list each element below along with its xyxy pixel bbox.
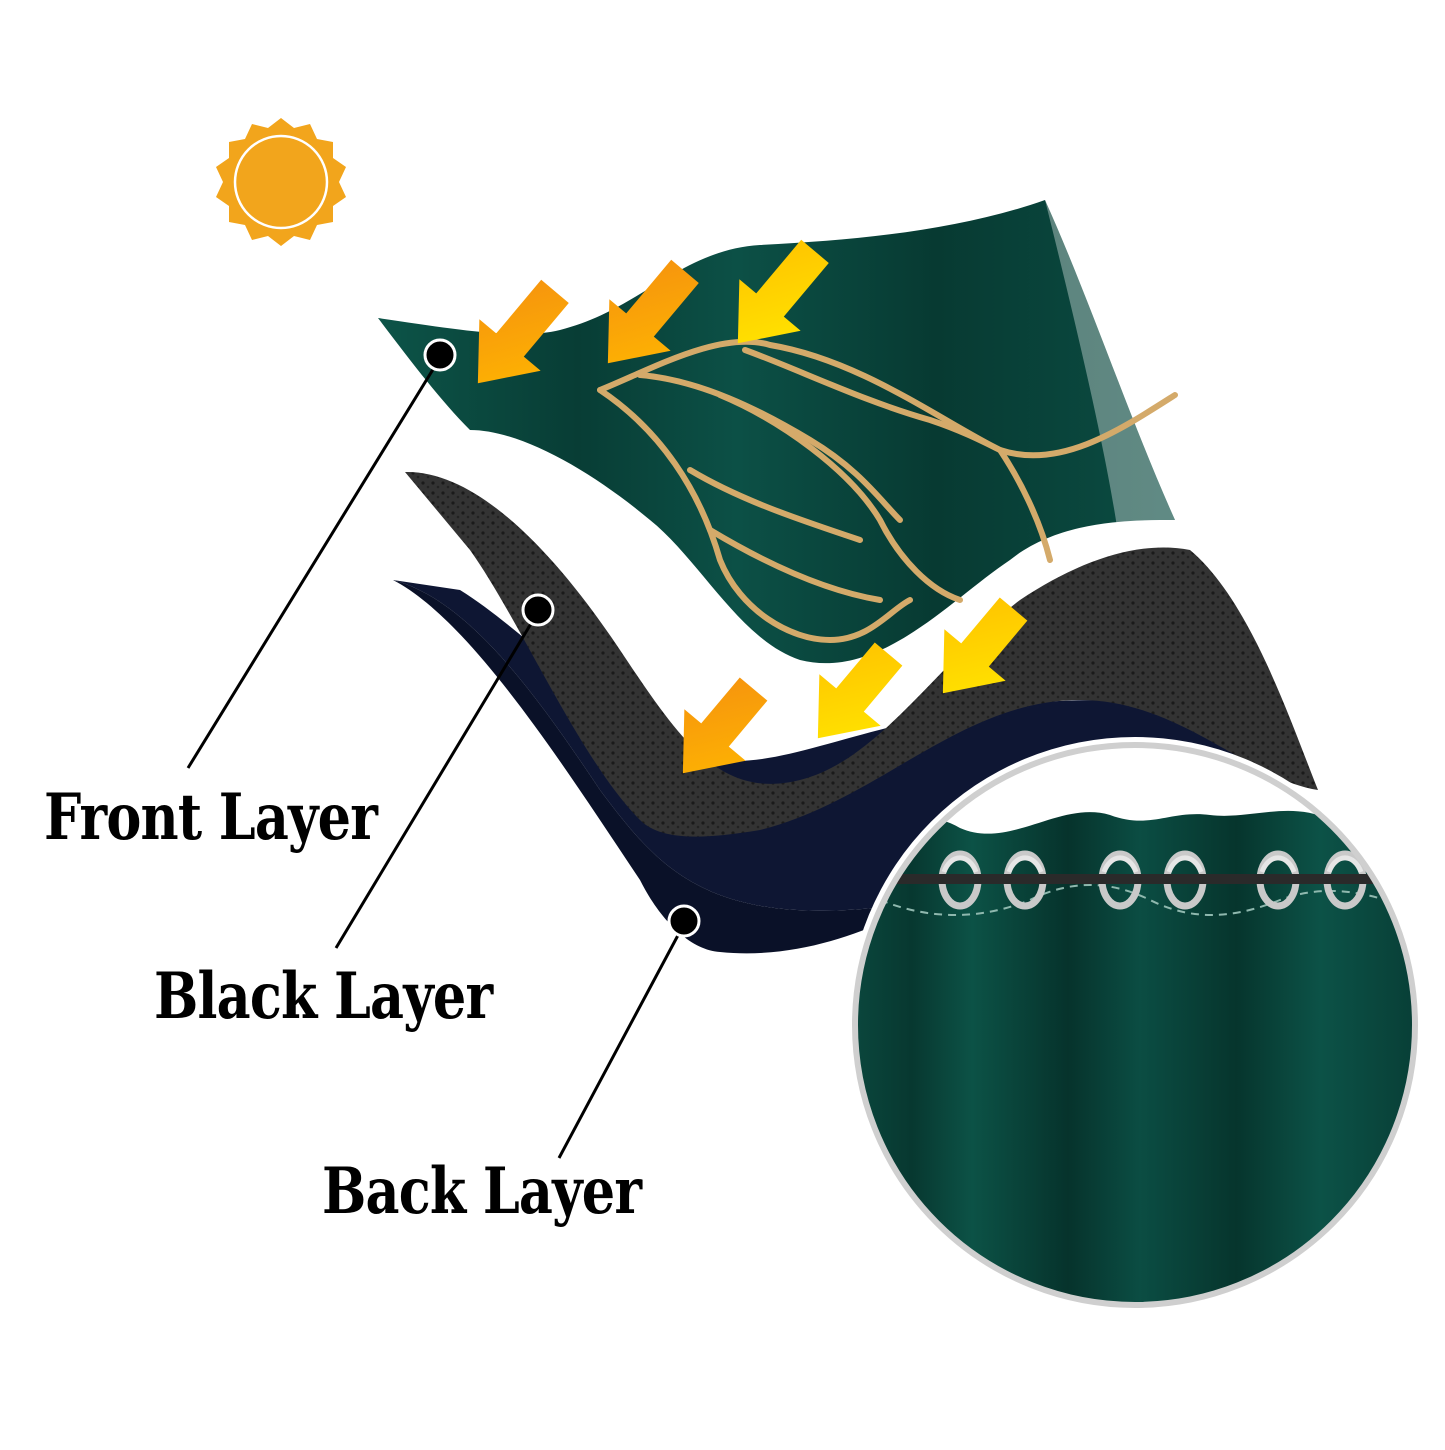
light-arrow-icon [682,677,768,774]
front-layer [378,200,1178,664]
light-arrow-icon [817,642,903,739]
black-layer [405,471,1318,837]
light-arrow-icon [607,259,699,364]
callout-black [334,593,555,949]
black-layer-label: Black Layer [154,959,493,1034]
light-arrow-icon [477,279,569,384]
front-layer-label: Front Layer [44,780,378,855]
sun-icon [216,118,346,246]
back-layer-label: Back Layer [322,1154,642,1229]
gold-leaf-pattern [597,338,1178,644]
light-arrow-icon [737,239,829,344]
callout-back [557,904,701,1159]
callout-front [186,338,457,769]
curtain-detail-inset [847,737,1423,1313]
light-arrows [477,239,1028,774]
light-arrow-icon [942,597,1028,694]
curtain-rod [857,874,1413,884]
